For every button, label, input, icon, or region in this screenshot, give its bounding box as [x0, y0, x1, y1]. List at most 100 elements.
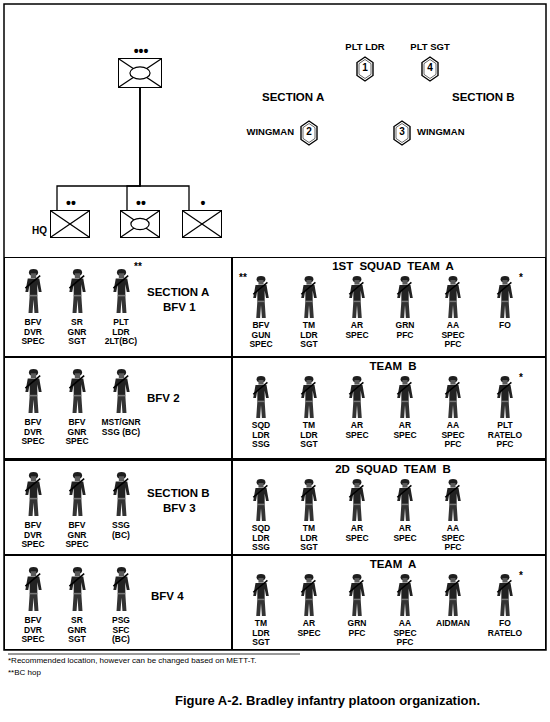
- soldier-shape: [397, 376, 413, 418]
- position-label: TM LDR SGT: [300, 524, 317, 553]
- org-cell: TEAM A TM LDR SGT AR SPEC GRN PFC AA SPEC PF…: [232, 555, 546, 650]
- position-label: GRN PFC: [396, 321, 415, 340]
- position-label: AA SPEC PFC: [441, 421, 464, 450]
- soldier-figure: [250, 275, 272, 319]
- soldier-shape: [497, 574, 513, 616]
- soldier-figure: [346, 275, 368, 319]
- position-label: AA SPEC PFC: [393, 619, 416, 648]
- soldier-shape: [25, 269, 41, 313]
- soldier-shape: [445, 276, 461, 318]
- unit-x-line: [183, 211, 221, 237]
- org-line: [57, 88, 140, 210]
- squad-heading: 2D SQUAD TEAM B: [263, 463, 523, 475]
- position-label: BFV GNR SPEC: [65, 418, 88, 447]
- soldier-figure: [394, 275, 416, 319]
- vehicle-symbol: WINGMAN3: [393, 120, 411, 146]
- soldier-figure: [66, 471, 89, 517]
- org-cell: 1ST SQUAD TEAM A**BFV GUN SPECTM LDR SGT…: [232, 257, 546, 357]
- soldier-shape: [349, 276, 365, 318]
- org-cell: BFV 2BFV DVR SPECBFV GNR SPECMST/GNR SSG…: [4, 357, 232, 459]
- soldier-figure: [22, 268, 45, 314]
- soldier-shape: [69, 369, 85, 413]
- soldier-figure: [250, 478, 272, 522]
- soldier-figure: [494, 375, 516, 419]
- soldier-shape: [25, 369, 41, 413]
- soldier-figure: [442, 375, 464, 419]
- vehicle-role: WINGMAN: [236, 127, 294, 137]
- soldier-shape: [397, 479, 413, 521]
- position-label: BFV GNR SPEC: [65, 521, 88, 550]
- position-label: AR SPEC: [393, 524, 416, 543]
- soldier-figure: [66, 368, 89, 414]
- footnote-mark: **: [134, 262, 142, 273]
- soldier-shape: [445, 574, 461, 616]
- org-line: [127, 88, 140, 210]
- soldier-figure: [66, 566, 89, 612]
- position-label: AR SPEC: [297, 619, 320, 638]
- soldier-shape: [397, 276, 413, 318]
- position-label: FO: [499, 321, 511, 331]
- squad-heading: TEAM B: [263, 360, 523, 372]
- unit-x-line: [51, 211, 89, 237]
- position-label: AA SPEC PFC: [441, 524, 464, 553]
- soldier-shape: [349, 376, 365, 418]
- squad-heading: 1ST SQUAD TEAM A: [263, 260, 523, 272]
- soldier-figure: [298, 573, 320, 617]
- unit-x-lines: [121, 211, 159, 237]
- section-label: SECTION A: [262, 91, 324, 103]
- soldier-figure: [298, 375, 320, 419]
- unit-x-lines: [119, 59, 161, 87]
- soldier-shape: [301, 574, 317, 616]
- footnote-mark: *: [519, 273, 523, 284]
- vehicle-symbol: WINGMAN2: [300, 120, 318, 146]
- soldier-figure: [442, 573, 464, 617]
- soldier-shape: [25, 567, 41, 611]
- position-label: TM LDR SGT: [252, 619, 269, 648]
- soldier-figure: [346, 375, 368, 419]
- hexagon-outline: [422, 57, 438, 81]
- soldier-shape: [397, 574, 413, 616]
- unit-size-mark: ••: [41, 196, 101, 211]
- soldier-figure: [494, 573, 516, 617]
- soldier-figure: [250, 573, 272, 617]
- org-cell: SECTION BBFV 3BFV DVR SPECBFV GNR SPECSS…: [4, 459, 232, 555]
- soldier-shape: [253, 479, 269, 521]
- section-heading: SECTION A: [147, 286, 209, 298]
- soldier-figure: [346, 573, 368, 617]
- section-heading: SECTION B: [147, 487, 210, 499]
- section-heading: BFV 2: [147, 392, 180, 404]
- squad-heading: TEAM A: [263, 558, 523, 570]
- hexagon-outline: [301, 121, 317, 145]
- position-label: AA SPEC PFC: [441, 321, 464, 350]
- soldier-figure: [298, 478, 320, 522]
- soldier-figure: [110, 368, 133, 414]
- position-label: GRN PFC: [348, 619, 367, 638]
- position-label: AR SPEC: [345, 321, 368, 340]
- position-label: PLT RATELO PFC: [488, 421, 522, 450]
- soldier-shape: [301, 479, 317, 521]
- position-label: PSG SFC (BC): [112, 616, 130, 645]
- soldier-shape: [113, 567, 129, 611]
- position-label: BFV DVR SPEC: [21, 616, 44, 645]
- unit-size-mark: •: [173, 196, 233, 211]
- soldier-shape: [25, 472, 41, 516]
- position-label: TM LDR SGT: [300, 421, 317, 450]
- position-label: FO RATELO: [488, 619, 522, 638]
- vehicle-role: PLT SGT: [400, 42, 460, 52]
- position-label: BFV DVR SPEC: [21, 318, 44, 347]
- soldier-shape: [113, 269, 129, 313]
- unit-symbol: •: [182, 210, 222, 238]
- position-label: SR GNR SGT: [68, 616, 87, 645]
- soldier-shape: [301, 276, 317, 318]
- unit-x-line: [121, 211, 159, 237]
- vehicle-number: 2: [300, 127, 318, 138]
- footnote: *Recommended location, however can be ch…: [8, 657, 257, 665]
- vehicle-number: 3: [393, 127, 411, 138]
- soldier-figure: [442, 275, 464, 319]
- hexagon-outline: [394, 121, 410, 145]
- soldier-figure: [394, 375, 416, 419]
- vehicle-role: PLT LDR: [335, 42, 395, 52]
- position-label: TM LDR SGT: [300, 321, 317, 350]
- outer-frame: [4, 4, 546, 650]
